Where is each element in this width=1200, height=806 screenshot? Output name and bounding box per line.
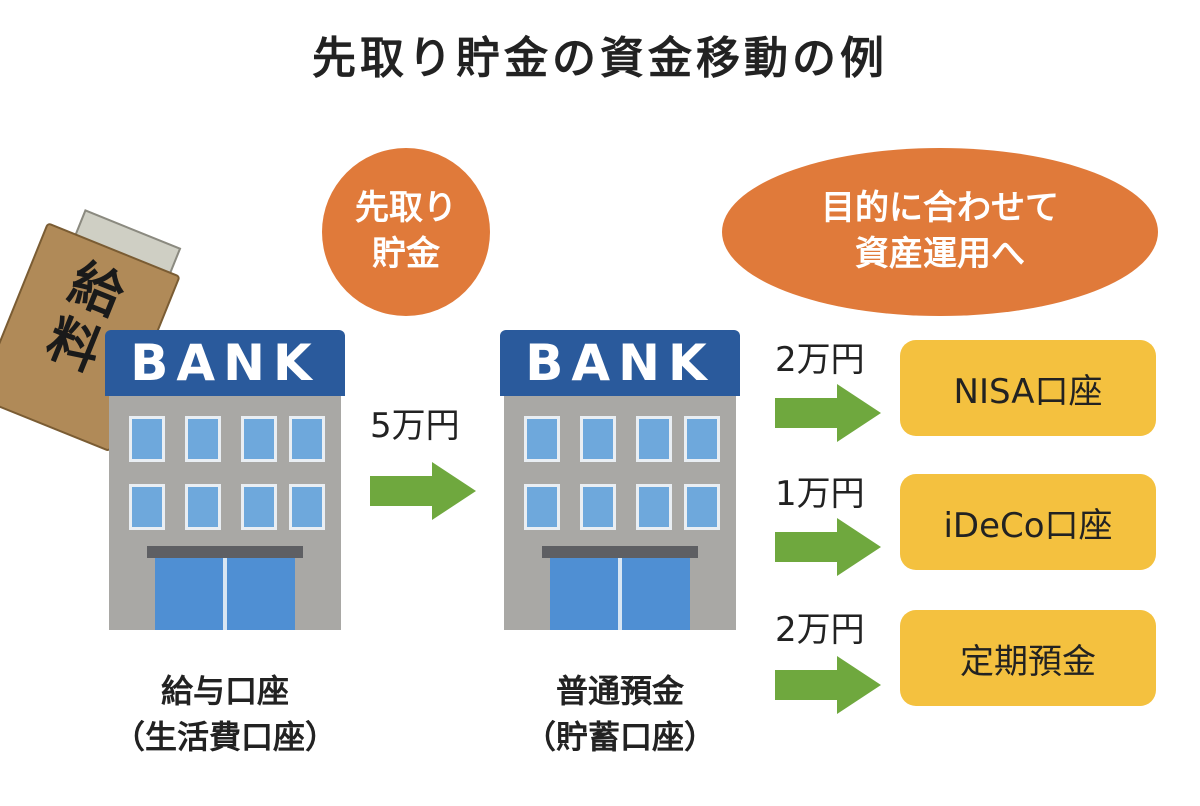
bank-sign: BANK bbox=[500, 330, 740, 396]
right-arrow-icon bbox=[775, 518, 881, 576]
window bbox=[580, 416, 616, 462]
window bbox=[684, 416, 720, 462]
fixed-deposit-box: 定期預金 bbox=[900, 610, 1156, 706]
bank-building bbox=[109, 396, 341, 630]
destination-amount: 2万円 bbox=[775, 340, 865, 380]
window bbox=[241, 484, 277, 530]
right-arrow-icon bbox=[775, 656, 881, 714]
salary-bank-icon: BANK bbox=[105, 330, 345, 630]
bubble-line: 先取り bbox=[355, 188, 457, 229]
window bbox=[636, 484, 672, 530]
savings-account-label: 普通預金 （貯蓄口座） bbox=[523, 672, 716, 757]
bank-door bbox=[550, 558, 690, 630]
savings-bank-icon: BANK bbox=[500, 330, 740, 630]
bubble-line: 資産運用へ bbox=[855, 234, 1025, 274]
bank-ledge bbox=[542, 546, 698, 558]
bank-sign: BANK bbox=[105, 330, 345, 396]
window bbox=[289, 484, 325, 530]
salary-account-label: 給与口座 （生活費口座） bbox=[112, 672, 337, 757]
window bbox=[636, 416, 672, 462]
ideco-account-box: iDeCo口座 bbox=[900, 474, 1156, 570]
window bbox=[524, 484, 560, 530]
window bbox=[185, 484, 221, 530]
window bbox=[129, 484, 165, 530]
bank-door bbox=[155, 558, 295, 630]
investment-bubble: 目的に合わせて 資産運用へ bbox=[722, 148, 1158, 316]
bank-ledge bbox=[147, 546, 303, 558]
window bbox=[684, 484, 720, 530]
page-title: 先取り貯金の資金移動の例 bbox=[312, 33, 888, 84]
bank-building bbox=[504, 396, 736, 630]
window bbox=[580, 484, 616, 530]
right-arrow-icon bbox=[370, 462, 476, 520]
destination-amount: 1万円 bbox=[775, 474, 865, 514]
window bbox=[185, 416, 221, 462]
right-arrow-icon bbox=[775, 384, 881, 442]
bubble-line: 貯金 bbox=[372, 234, 440, 274]
transfer-amount: 5万円 bbox=[370, 406, 460, 446]
window bbox=[241, 416, 277, 462]
window bbox=[289, 416, 325, 462]
nisa-account-box: NISA口座 bbox=[900, 340, 1156, 436]
window bbox=[524, 416, 560, 462]
destination-amount: 2万円 bbox=[775, 610, 865, 650]
bubble-line: 目的に合わせて bbox=[821, 188, 1059, 229]
advance-saving-bubble: 先取り 貯金 bbox=[322, 148, 490, 316]
window bbox=[129, 416, 165, 462]
